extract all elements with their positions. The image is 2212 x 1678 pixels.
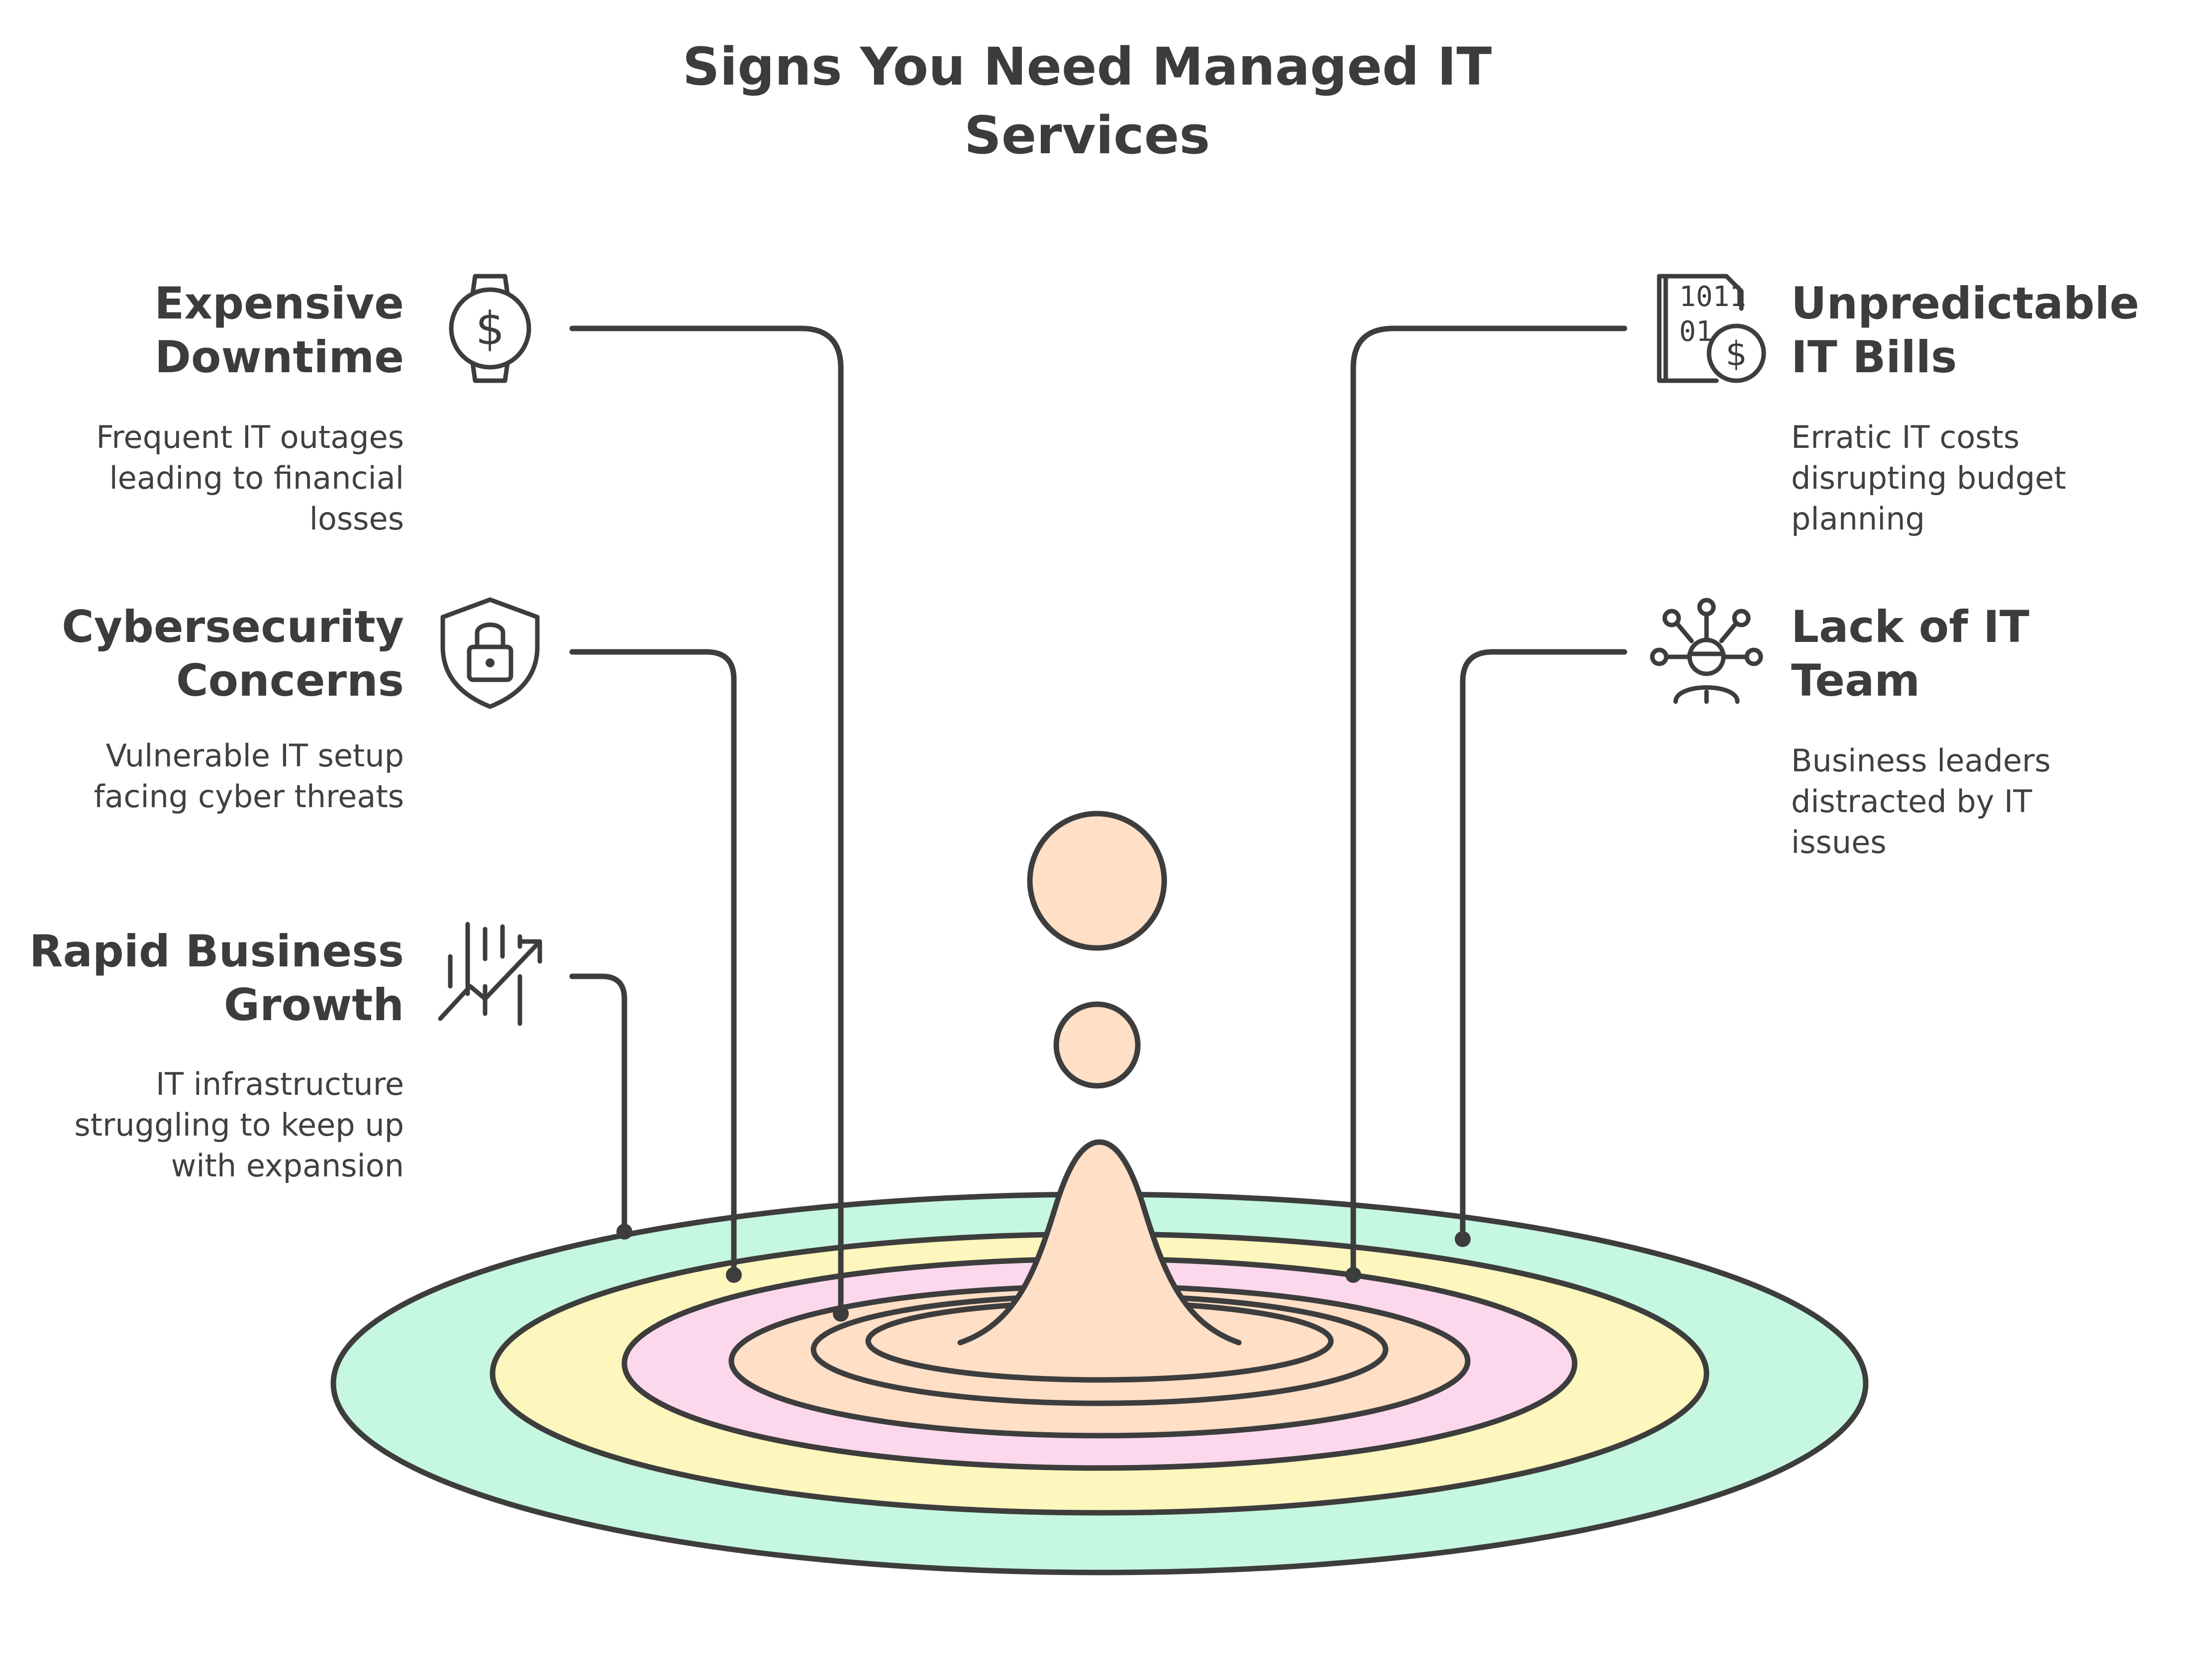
connector-cybersecurity <box>569 649 737 1278</box>
watch-dollar-icon: $ <box>449 274 531 383</box>
shield-lock-icon <box>440 597 540 709</box>
description-line: IT infrastructure <box>156 1066 404 1102</box>
item-lack-of-it-team: Lack of IT Team Business leaders distrac… <box>1791 601 2051 860</box>
connector-expensive-downtime <box>569 325 844 1317</box>
heading-line: Unpredictable <box>1791 278 2139 329</box>
description-line: planning <box>1791 501 1925 537</box>
connector-unpredictable-bills <box>1350 325 1627 1278</box>
description-line: Business leaders <box>1791 742 2051 779</box>
title-line-1: Signs You Need Managed IT <box>683 36 1492 97</box>
connector-dot-1 <box>833 1306 849 1322</box>
connector-dot-4 <box>1345 1267 1361 1283</box>
connector-dot-2 <box>726 1267 742 1283</box>
binary-bill-dollar-icon: 1011 01 $ <box>1657 274 1766 383</box>
title-line-2: Services <box>964 105 1210 166</box>
heading-line: Cybersecurity <box>62 601 404 652</box>
connector-lack-it-team <box>1460 649 1627 1242</box>
growth-chart-icon <box>438 922 542 1026</box>
splash-peak-outline <box>957 1139 1242 1346</box>
heading-line: Downtime <box>155 331 404 383</box>
ring-peach-fill <box>731 1284 1468 1433</box>
item-unpredictable-it-bills: Unpredictable IT Bills Erratic IT costs … <box>1791 278 2139 537</box>
description-line: struggling to keep up <box>74 1107 404 1143</box>
item-expensive-downtime: Expensive Downtime Frequent IT outages l… <box>96 278 404 537</box>
heading-line: Lack of IT <box>1791 601 2029 652</box>
description-line: facing cyber threats <box>94 778 404 815</box>
heading-line: Expensive <box>154 278 404 329</box>
connector-rapid-growth <box>569 973 627 1235</box>
svg-text:01: 01 <box>1679 315 1712 348</box>
connector-dot-3 <box>616 1224 632 1240</box>
heading-line: IT Bills <box>1791 331 1957 383</box>
heading-line: Rapid Business <box>29 926 404 977</box>
svg-text:$: $ <box>476 302 505 355</box>
heading-line: Concerns <box>176 655 404 706</box>
connector-lines <box>569 325 1627 1322</box>
description-line: losses <box>309 501 404 537</box>
description-line: issues <box>1791 824 1887 860</box>
description-line: with expansion <box>171 1148 404 1184</box>
svg-text:1011: 1011 <box>1679 281 1746 313</box>
person-network-icon <box>1650 598 1763 704</box>
heading-line: Team <box>1791 655 1920 706</box>
description-line: Vulnerable IT setup <box>106 737 404 774</box>
description-line: distracted by IT <box>1791 783 2032 820</box>
ripple-rings <box>330 1191 1869 1575</box>
droplet-small <box>1053 1001 1141 1089</box>
description-line: Frequent IT outages <box>96 419 404 455</box>
droplet-large <box>1027 811 1167 951</box>
item-cybersecurity-concerns: Cybersecurity Concerns Vulnerable IT set… <box>62 601 404 815</box>
splash-peak <box>960 1142 1239 1343</box>
description-line: Erratic IT costs <box>1791 419 2019 455</box>
connector-dot-5 <box>1455 1231 1471 1247</box>
description-line: leading to financial <box>109 460 404 496</box>
item-rapid-business-growth: Rapid Business Growth IT infrastructure … <box>29 926 404 1184</box>
svg-text:$: $ <box>1725 334 1747 374</box>
description-line: disrupting budget <box>1791 460 2066 496</box>
heading-line: Growth <box>224 979 404 1031</box>
